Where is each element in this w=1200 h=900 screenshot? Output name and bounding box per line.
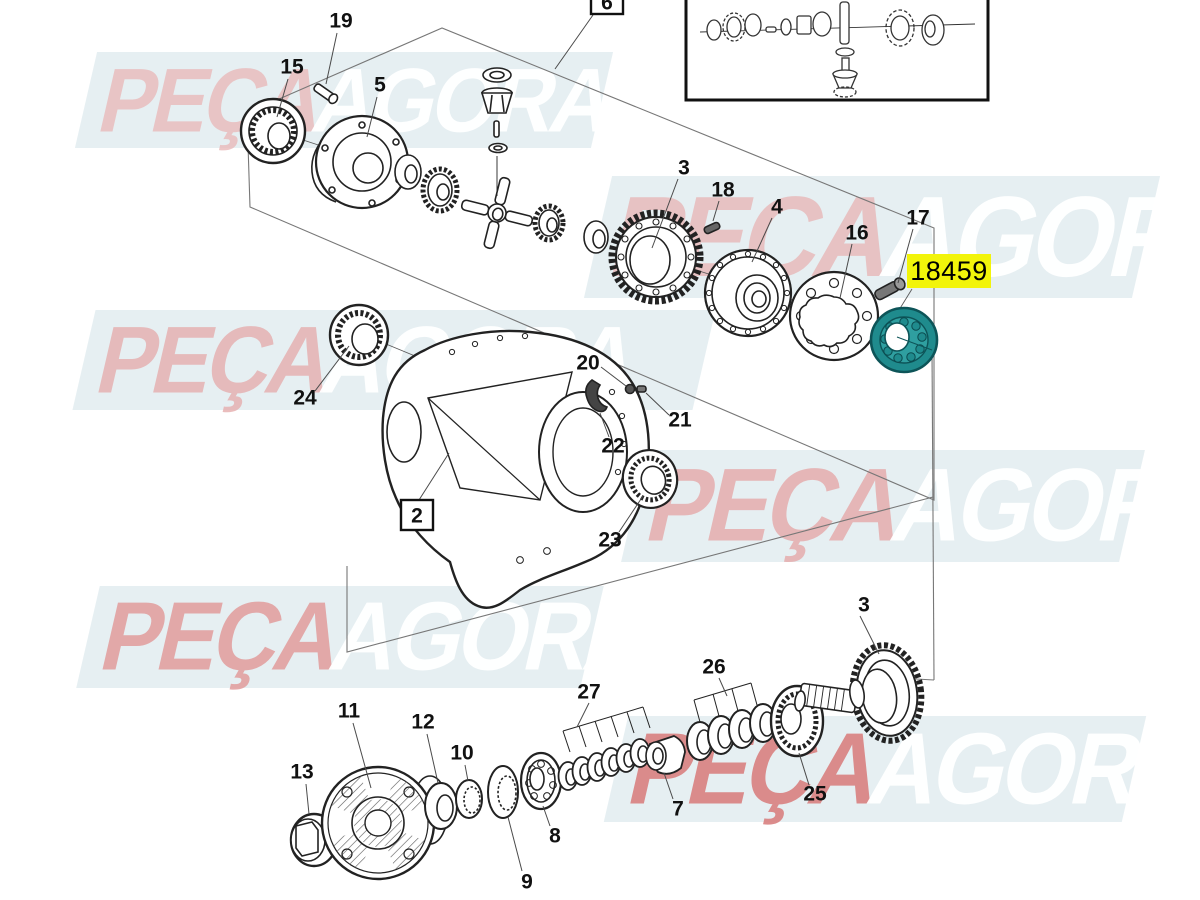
leader-line-9 bbox=[507, 816, 523, 872]
part-label-23: 23 bbox=[598, 529, 621, 552]
leader-line-18 bbox=[712, 200, 720, 222]
part-label-16: 16 bbox=[845, 222, 868, 245]
lock-pin-20-21 bbox=[624, 383, 647, 395]
leader-line-5 bbox=[366, 96, 378, 138]
bracket-26 bbox=[693, 682, 758, 723]
part-label-3: 3 bbox=[678, 157, 690, 180]
spacer-rings-26 bbox=[686, 703, 777, 761]
leader-line-25 bbox=[798, 752, 810, 786]
part-label-7: 7 bbox=[672, 798, 684, 821]
washer-12 bbox=[424, 782, 458, 830]
bearing-8 bbox=[519, 751, 563, 811]
leader-line-27 bbox=[576, 702, 590, 728]
bolt-17 bbox=[874, 277, 906, 301]
part-label-20: 20 bbox=[576, 352, 599, 375]
leader-line-22 bbox=[599, 412, 610, 438]
part-label-4: 4 bbox=[771, 196, 783, 219]
bearing-24 bbox=[328, 303, 390, 367]
leader-line-11 bbox=[352, 722, 372, 789]
part-label-25: 25 bbox=[803, 783, 827, 806]
part-label-2: 2 bbox=[411, 505, 423, 528]
washer-small bbox=[583, 220, 609, 254]
pinion-gear-3-bottom bbox=[794, 642, 925, 744]
flange-4 bbox=[703, 248, 793, 338]
spider-cross-shaft bbox=[460, 176, 534, 250]
part-label-18: 18 bbox=[711, 179, 735, 202]
leader-line-20 bbox=[600, 366, 627, 387]
leader-line-3 bbox=[651, 178, 679, 249]
cone-7 bbox=[645, 735, 686, 775]
highlighted-bearing-18459 bbox=[869, 306, 939, 374]
part-label-22: 22 bbox=[601, 435, 624, 458]
leader-line-23 bbox=[618, 495, 644, 533]
boxed-label-frame-2 bbox=[399, 498, 435, 532]
bearing-15 bbox=[239, 97, 307, 165]
leader-line-16 bbox=[839, 243, 853, 299]
leader-line-2 bbox=[418, 452, 450, 501]
part-label-11: 11 bbox=[338, 700, 361, 723]
leader-line-13 bbox=[305, 783, 310, 815]
part-label-10: 10 bbox=[450, 742, 473, 765]
ring-gear-3-top bbox=[608, 209, 704, 305]
part-label-17: 17 bbox=[906, 207, 929, 230]
leader-line-6 bbox=[554, 14, 594, 70]
flange-16 bbox=[788, 270, 880, 362]
leader-line-24 bbox=[314, 345, 350, 392]
part-label-3: 3 bbox=[858, 594, 870, 617]
lock-ring-23 bbox=[621, 449, 679, 509]
part-label-21: 21 bbox=[668, 409, 692, 432]
part-label-13: 13 bbox=[290, 761, 313, 784]
part-label-12: 12 bbox=[411, 711, 434, 734]
part-label-9: 9 bbox=[521, 871, 533, 894]
leader-line-12 bbox=[426, 733, 439, 784]
part-label-6: 6 bbox=[601, 0, 613, 15]
leader-line-3 bbox=[859, 615, 880, 655]
bolt-19 bbox=[313, 83, 339, 105]
pawl-22 bbox=[585, 379, 609, 413]
shim-rings-27 bbox=[557, 738, 651, 791]
leader-line-10 bbox=[464, 764, 469, 782]
leader-line-15 bbox=[276, 78, 289, 118]
carrier-housing-2 bbox=[381, 329, 651, 609]
pinion-stack-vertical bbox=[480, 67, 514, 196]
part-label-8: 8 bbox=[549, 825, 561, 848]
leader-line-19 bbox=[325, 32, 338, 85]
side-gear-top bbox=[420, 166, 460, 214]
part-label-24: 24 bbox=[293, 387, 317, 410]
highlighted-part-number: 18459 bbox=[907, 254, 991, 288]
spline-ring-9 bbox=[487, 765, 519, 819]
boxed-label-frame-6 bbox=[589, 0, 625, 16]
drive-flange-11 bbox=[320, 765, 449, 881]
part-label-15: 15 bbox=[280, 56, 304, 79]
part-label-19: 19 bbox=[329, 10, 352, 33]
part-label-27: 27 bbox=[577, 681, 600, 704]
bracket-27 bbox=[562, 706, 651, 753]
spline-washer-10 bbox=[455, 779, 483, 819]
leader-line-4 bbox=[751, 217, 773, 263]
leader-line-26 bbox=[718, 677, 728, 697]
leader-line-21 bbox=[645, 392, 670, 416]
small-pinion-gear bbox=[532, 203, 566, 243]
thrust-washer-top bbox=[394, 154, 422, 190]
leader-line-7 bbox=[663, 772, 674, 800]
diff-case-5 bbox=[311, 114, 410, 210]
inset-overview-box bbox=[684, 0, 990, 102]
part-label-5: 5 bbox=[374, 74, 386, 97]
pin-18 bbox=[703, 221, 721, 235]
lock-nut-13 bbox=[289, 812, 339, 868]
leader-line-17 bbox=[897, 228, 914, 284]
leader-line-8 bbox=[542, 805, 551, 827]
part-label-26: 26 bbox=[702, 656, 725, 679]
